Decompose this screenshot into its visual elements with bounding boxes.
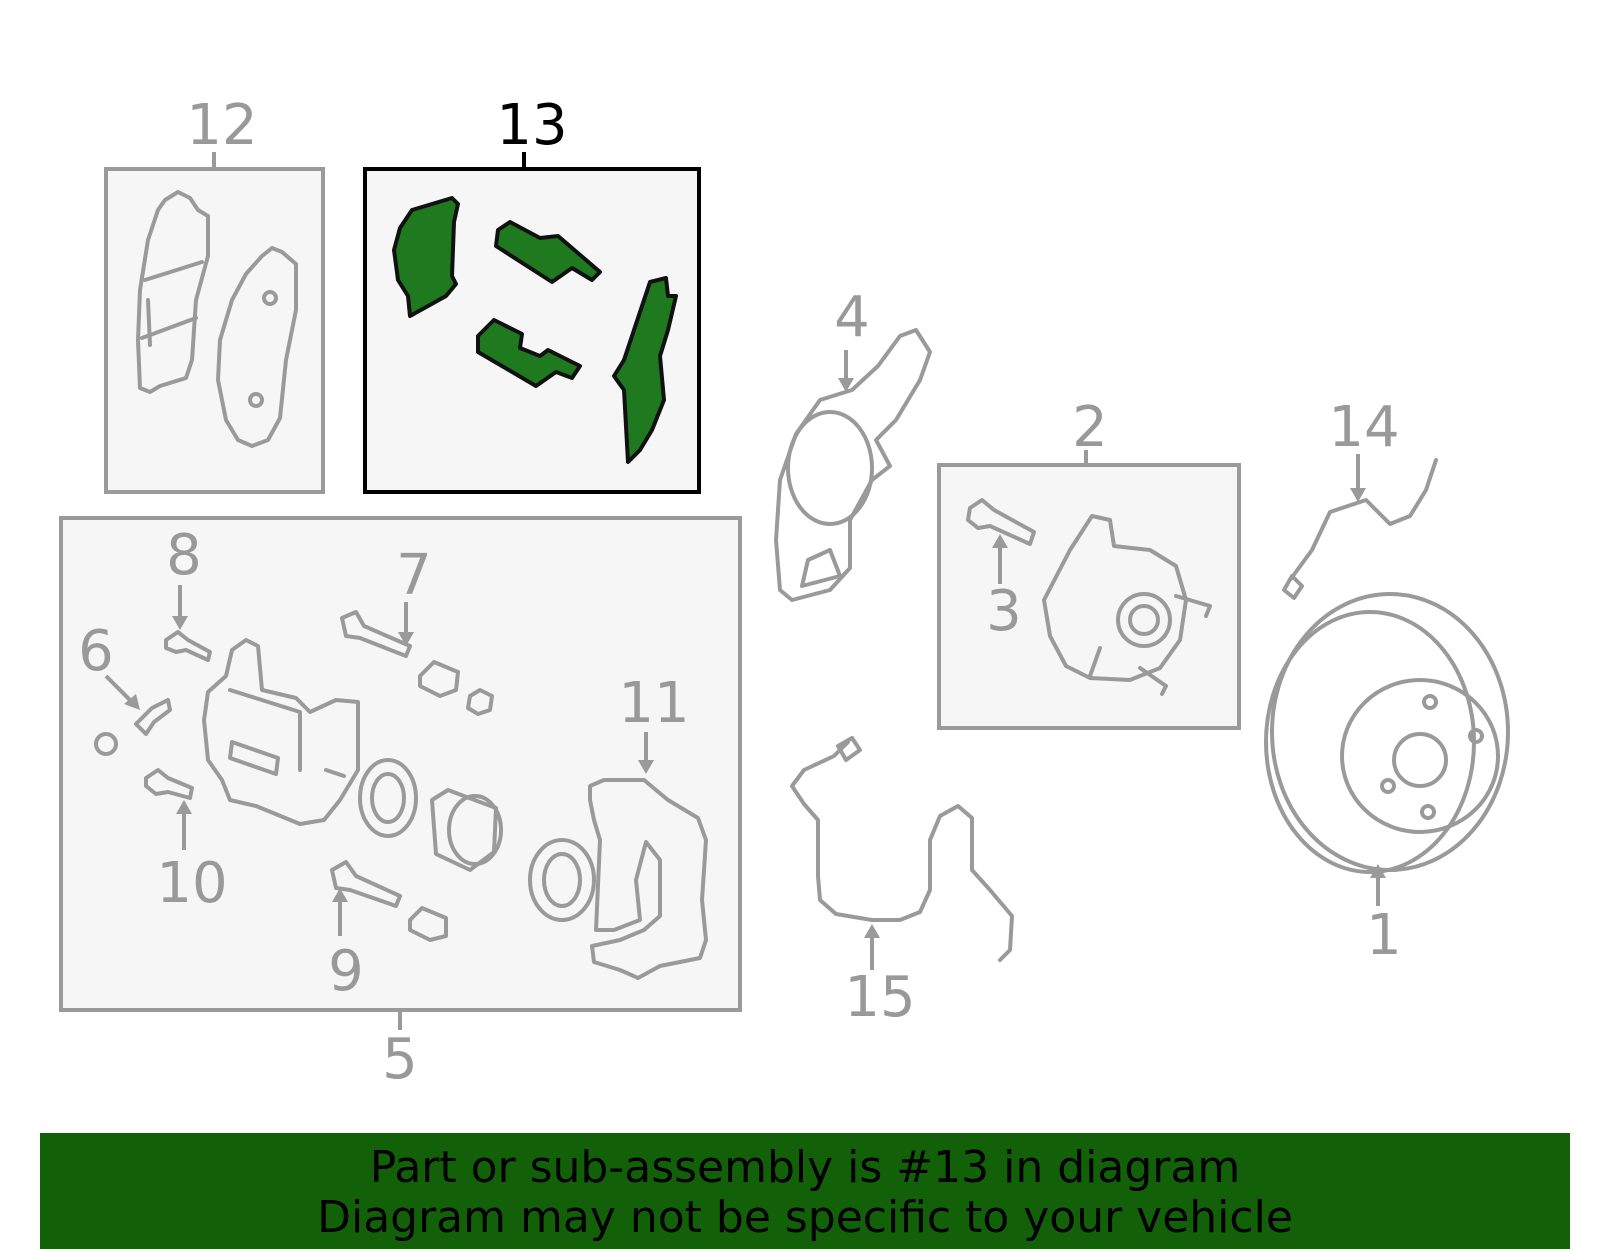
callout-12: 12: [186, 93, 257, 158]
pad-hole-bottom: [248, 392, 264, 408]
brake-rotor-rim: [1264, 610, 1476, 874]
brake-hose: [1288, 458, 1438, 582]
part-group-5[interactable]: 5 8 6: [59, 516, 742, 1092]
part-group-12[interactable]: 12: [104, 93, 325, 494]
brake-hose-fitting: [1282, 574, 1304, 600]
rotor-lug-hole-2: [1468, 728, 1484, 744]
group-frame-12: [104, 167, 325, 494]
callout-8: 8: [166, 523, 202, 588]
caliper-body: [202, 638, 360, 826]
part-group-14[interactable]: 14: [1282, 395, 1438, 600]
guide-pin-9: [330, 860, 402, 908]
hub-center-outer: [1116, 592, 1172, 648]
brake-pad-inner: [136, 190, 210, 394]
abutment-clip-left: [392, 196, 460, 318]
group-frame-2: [937, 463, 1241, 730]
callout-11: 11: [618, 671, 689, 736]
arrow-9: [332, 888, 348, 902]
abutment-clip-right: [612, 276, 678, 464]
arrow-10: [176, 800, 192, 814]
abs-sensor-wire: [790, 740, 1014, 962]
bleeder-cap: [94, 732, 118, 756]
dust-boot-outer: [528, 838, 596, 922]
banner-line-1: Part or sub-assembly is #13 in diagram: [369, 1142, 1241, 1193]
callout-9: 9: [328, 939, 364, 1004]
part-group-2[interactable]: 2 3: [937, 395, 1241, 730]
pin-boot-7: [418, 660, 460, 698]
splash-shield-tab: [800, 548, 842, 588]
arrow-7: [398, 632, 414, 646]
caliper-body-detail: [228, 688, 346, 778]
brake-pad-outer: [216, 246, 298, 448]
piston-face: [447, 794, 503, 866]
part-group-13[interactable]: 13: [363, 93, 701, 494]
rotor-center-bore: [1392, 732, 1448, 788]
bolt-8: [164, 630, 212, 662]
pad-hole-top: [262, 290, 278, 306]
piston-seal-inner: [370, 772, 406, 824]
info-banner: Part or sub-assembly is #13 in diagram D…: [40, 1133, 1570, 1249]
leader-6: [104, 674, 132, 702]
arrow-11: [638, 760, 654, 774]
part-group-1[interactable]: 1: [1264, 592, 1510, 968]
rotor-lug-hole-3: [1420, 804, 1436, 820]
callout-10: 10: [156, 851, 227, 916]
arrow-3: [992, 534, 1008, 548]
rotor-hat: [1340, 678, 1500, 834]
bolt-3: [966, 498, 1036, 546]
callout-4: 4: [834, 285, 870, 350]
callout-15: 15: [844, 965, 915, 1030]
piston-seal-outer: [358, 758, 418, 838]
wheel-hub: [1042, 514, 1188, 682]
callout-7: 7: [396, 543, 432, 608]
rotor-lug-hole-4: [1380, 778, 1396, 794]
arrow-6: [124, 694, 140, 710]
hub-studs: [1088, 594, 1212, 696]
arrow-15: [864, 924, 880, 938]
part-group-4[interactable]: 4: [774, 285, 932, 602]
pin-cap-7: [466, 688, 494, 716]
part-group-15[interactable]: 15: [790, 736, 1014, 1030]
bolt-10: [144, 768, 194, 800]
pin-boot-9: [408, 906, 448, 942]
bleeder-screw-6: [134, 698, 172, 736]
banner-line-2: Diagram may not be specific to your vehi…: [317, 1192, 1293, 1243]
arrow-1: [1370, 864, 1386, 878]
dust-boot-inner: [542, 852, 582, 908]
shim-clip-upper: [494, 220, 602, 284]
splash-shield: [774, 328, 932, 602]
arrow-14: [1350, 488, 1366, 502]
abs-sensor-connector: [836, 736, 862, 762]
callout-3: 3: [986, 579, 1022, 644]
arrow-4: [838, 378, 854, 392]
brake-pad-inner-lines: [140, 260, 204, 347]
callout-2: 2: [1072, 395, 1108, 460]
callout-5: 5: [382, 1027, 418, 1092]
callout-14: 14: [1328, 395, 1399, 460]
shim-clip-lower: [476, 318, 582, 388]
callout-1: 1: [1366, 903, 1402, 968]
rotor-lug-hole-1: [1422, 694, 1438, 710]
callout-6: 6: [78, 619, 114, 684]
splash-shield-opening: [786, 410, 874, 526]
arrow-8: [172, 616, 188, 630]
guide-pin-7: [340, 610, 412, 658]
caliper-bracket: [588, 778, 708, 980]
callout-13: 13: [496, 93, 567, 158]
hub-center-inner: [1128, 604, 1160, 636]
